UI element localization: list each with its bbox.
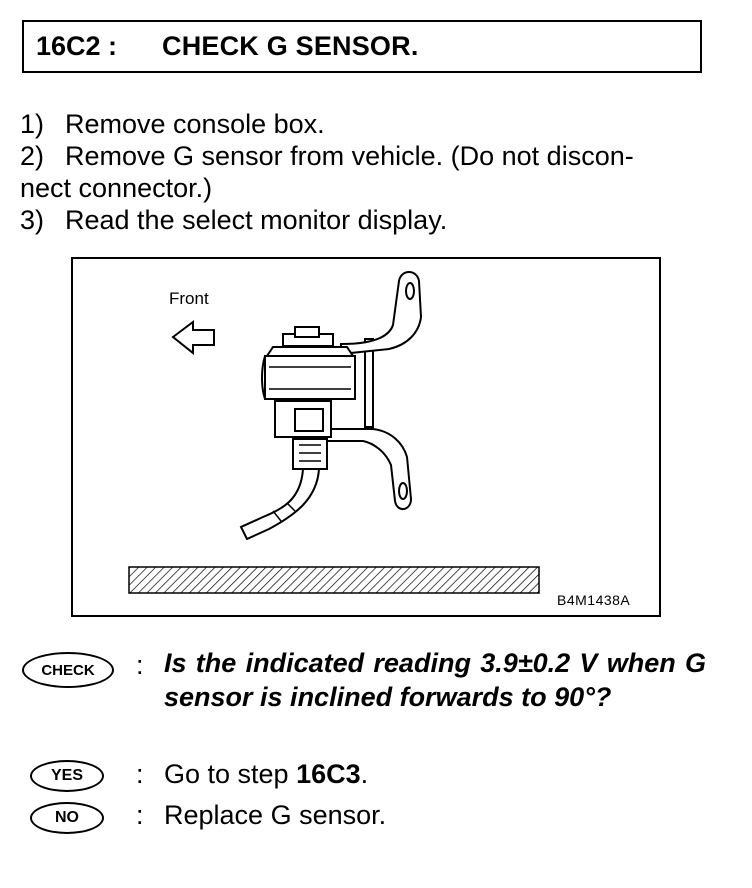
instruction-text: Read the select monitor display. xyxy=(65,205,448,235)
instruction-item: 1) Remove console box. xyxy=(20,108,710,140)
yes-badge-label: YES xyxy=(50,767,83,784)
instruction-number: 2) xyxy=(20,141,45,171)
step-code: 16C2 : xyxy=(36,31,118,61)
instruction-text: Remove console box. xyxy=(65,109,325,139)
check-colon: : xyxy=(136,650,144,680)
instruction-item: 3) Read the select monitor display. xyxy=(20,204,710,236)
no-badge-label: NO xyxy=(55,809,79,826)
check-badge: CHECK xyxy=(22,652,114,688)
yes-answer: Go to step 16C3. xyxy=(164,759,368,790)
instruction-item: 2) Remove G sensor from vehicle. (Do not… xyxy=(20,140,710,172)
front-arrow-icon xyxy=(171,320,215,356)
instruction-list: 1) Remove console box. 2) Remove G senso… xyxy=(20,108,710,236)
no-answer: Replace G sensor. xyxy=(164,800,387,830)
yes-colon: : xyxy=(136,759,144,789)
figure-code: B4M1438A xyxy=(557,592,631,608)
instruction-number: 3) xyxy=(20,205,45,235)
check-badge-label: CHECK xyxy=(41,661,95,679)
yes-answer-suffix: . xyxy=(360,759,369,789)
g-sensor-illustration xyxy=(128,271,540,594)
yes-badge: YES xyxy=(30,760,104,792)
instruction-number: 1) xyxy=(20,109,45,139)
sensor-figure: Front B4M1438A xyxy=(71,257,661,617)
hatched-floor xyxy=(128,566,540,594)
front-label: Front xyxy=(169,289,209,308)
check-question: Is the indicated reading 3.9±0.2 V when … xyxy=(164,648,706,712)
step-title: CHECK G SENSOR. xyxy=(162,31,419,61)
instruction-text: Remove G sensor from vehicle. (Do not di… xyxy=(65,141,634,171)
yes-answer-text: Go to step xyxy=(164,759,297,789)
instruction-continuation: nect connector.) xyxy=(20,173,213,203)
no-colon: : xyxy=(136,800,144,830)
no-badge: NO xyxy=(30,802,104,834)
yes-step-ref: 16C3 xyxy=(296,759,361,789)
step-header: 16C2 : CHECK G SENSOR. xyxy=(22,20,702,73)
